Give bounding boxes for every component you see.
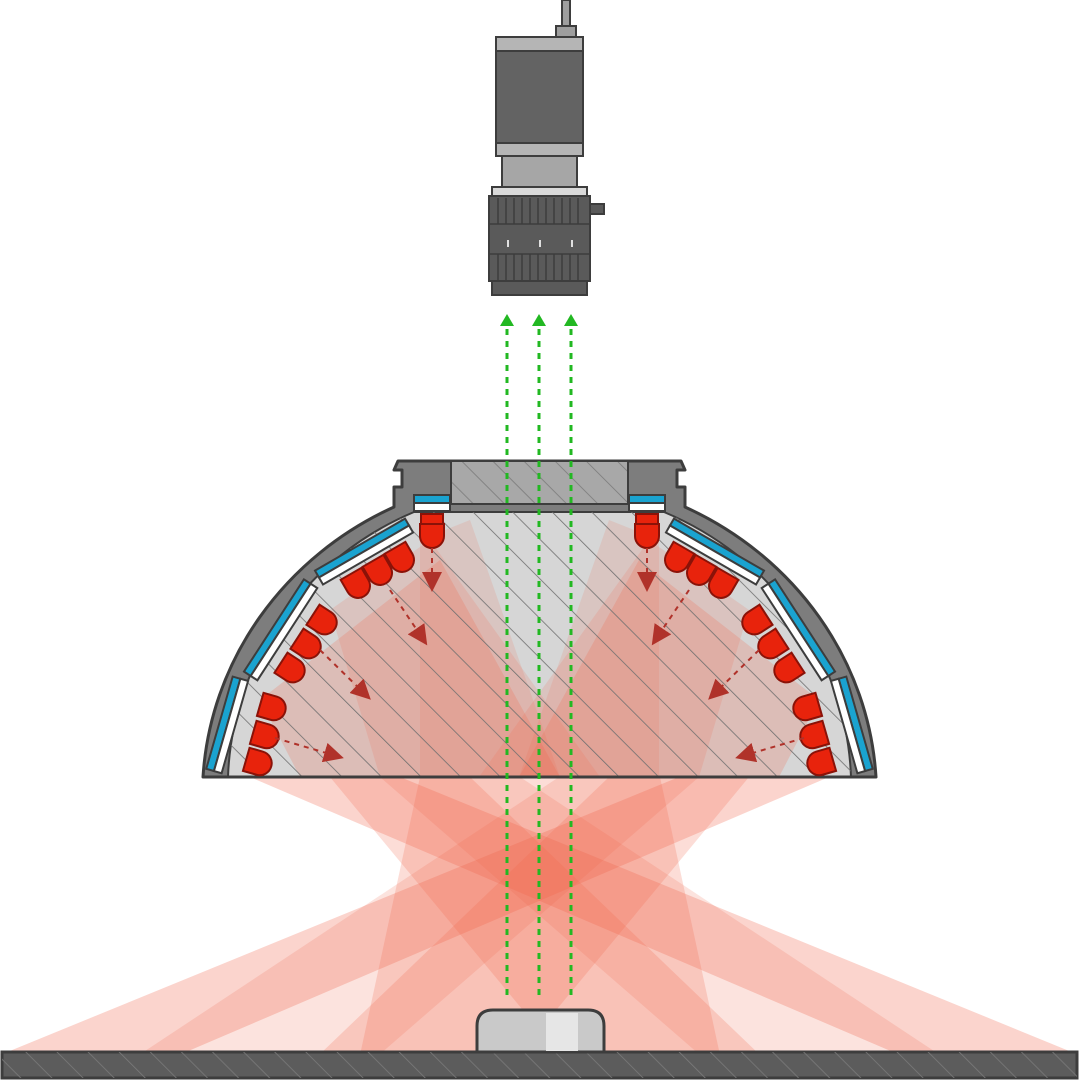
light-beams [0, 777, 1079, 1055]
camera-view-arrowheads [500, 314, 578, 326]
object-icon [475, 1008, 606, 1054]
led-ray-arrows [274, 548, 805, 763]
diffuser-icon [204, 494, 875, 775]
led-icon [241, 513, 838, 777]
lens-icon [488, 186, 605, 296]
camera-view-arrows [505, 322, 573, 995]
stage-icon [0, 1050, 1079, 1080]
camera-icon [495, 0, 584, 188]
